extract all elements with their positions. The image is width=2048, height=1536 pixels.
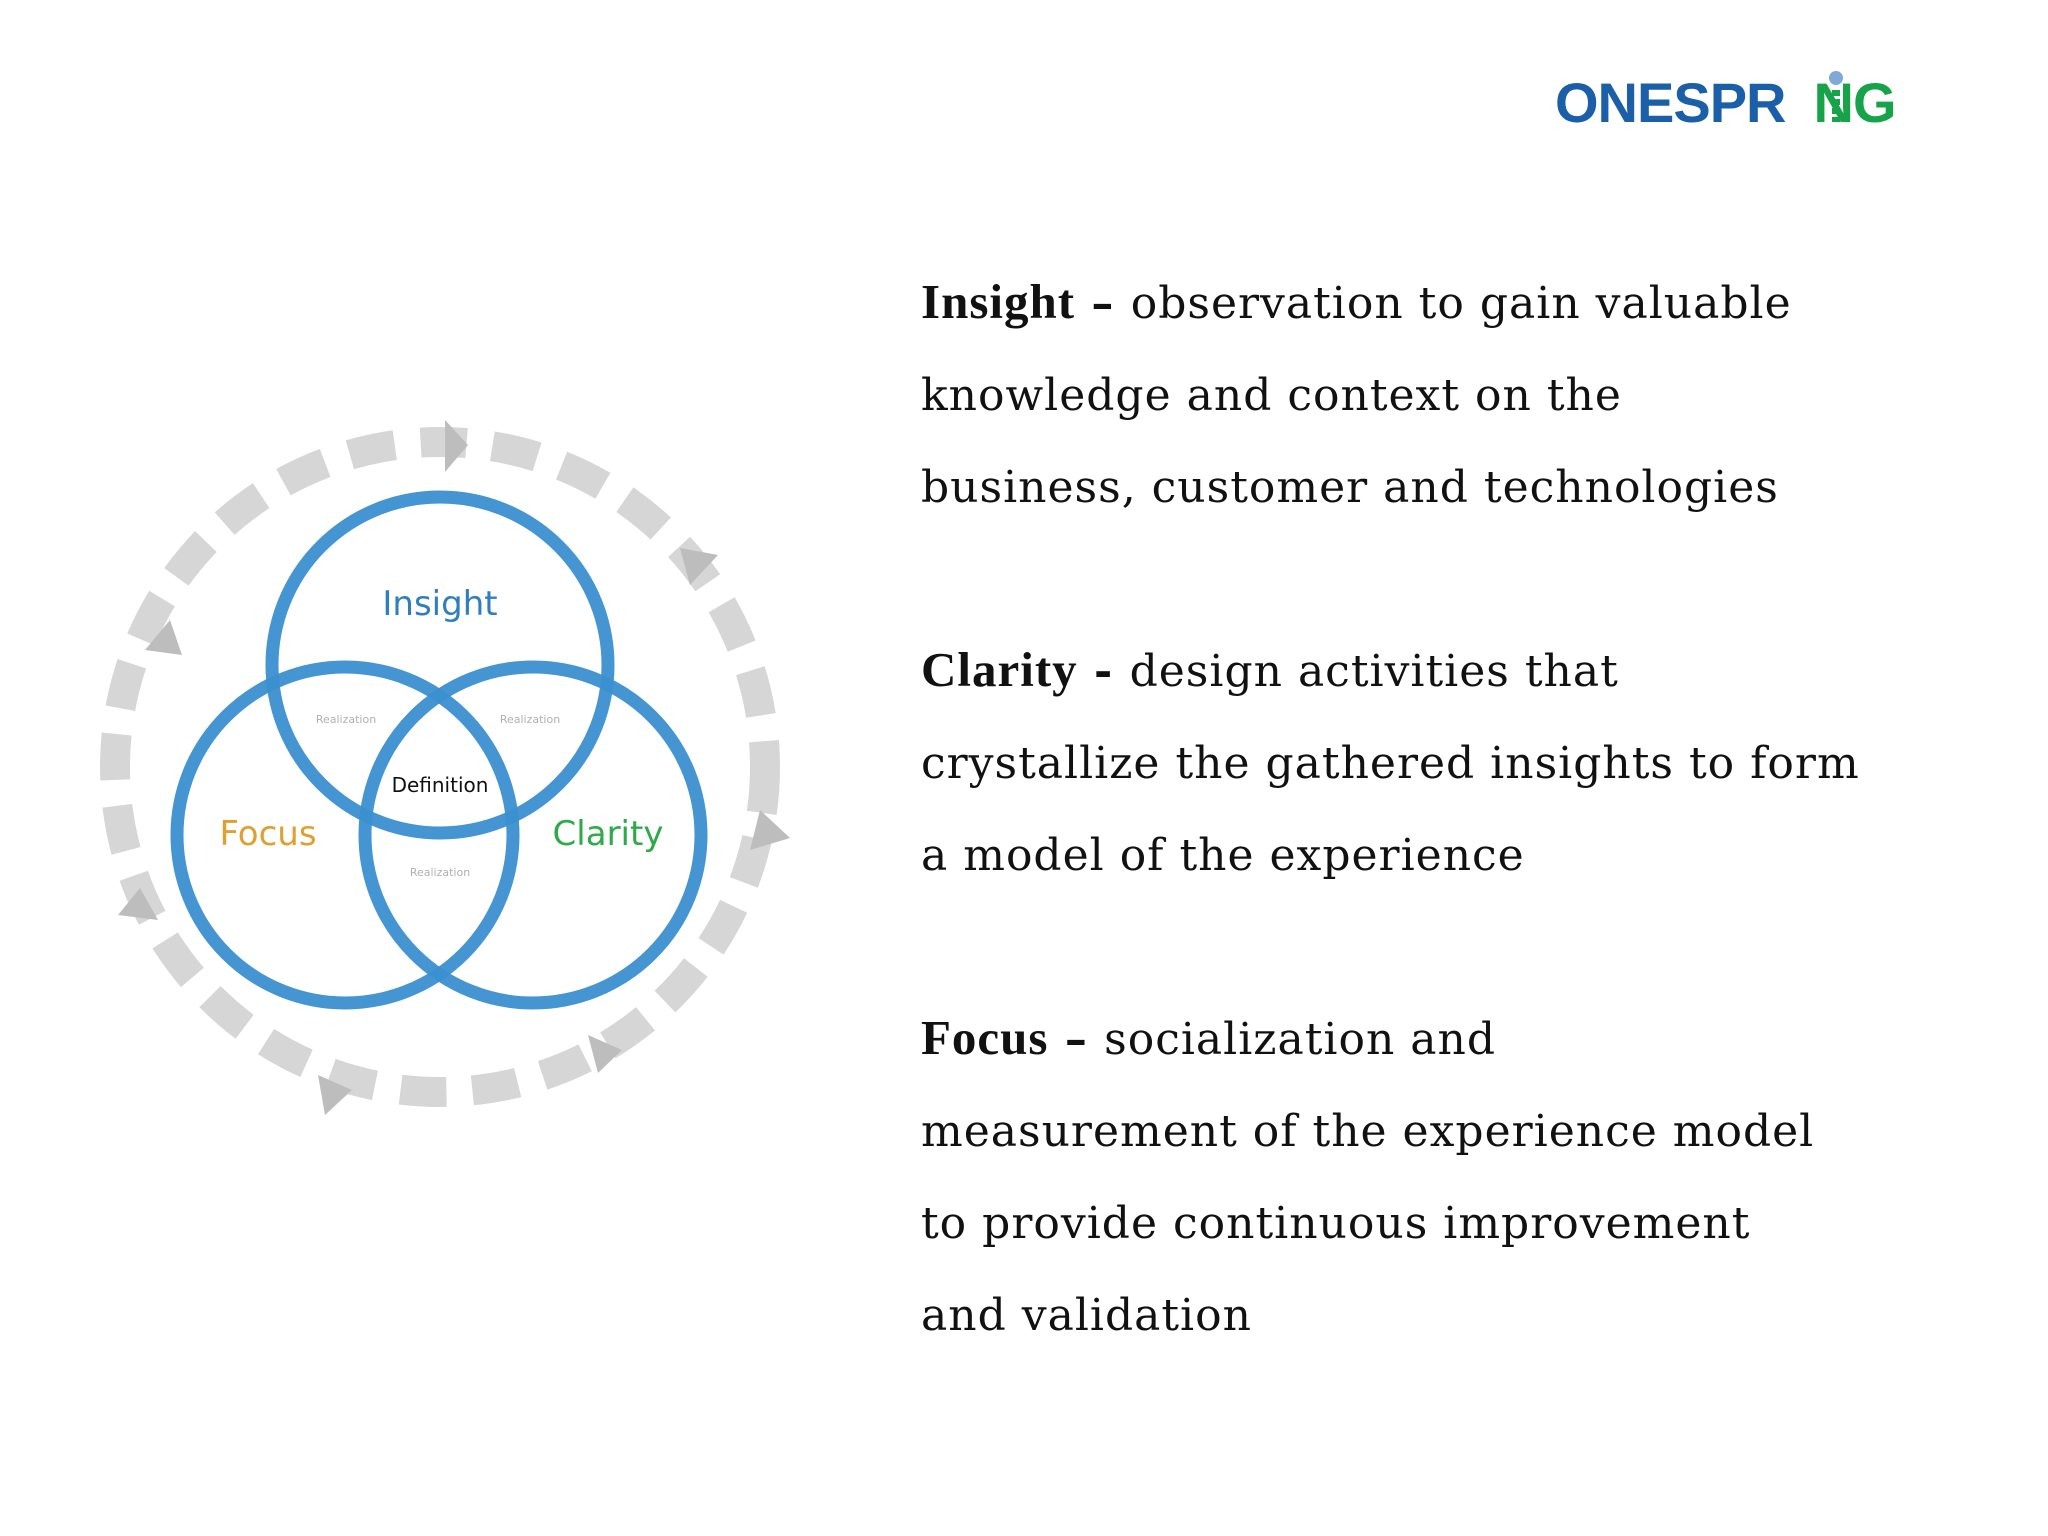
focus-dash: –: [1048, 1014, 1105, 1065]
realization-label-right: Realization: [500, 713, 560, 726]
insight-line-1: Insight – observation to gain valuable: [921, 256, 1881, 350]
focus-text-line-1: socialization and: [1104, 1014, 1497, 1065]
insight-description: Insight – observation to gain valuable k…: [921, 256, 1881, 534]
venn-circles: [170, 490, 708, 1010]
realization-label-left: Realization: [316, 713, 376, 726]
insight-text-line-1: observation to gain valuable: [1130, 278, 1792, 329]
clarity-label: Clarity: [553, 814, 664, 854]
arrowhead-lower-left: [118, 888, 158, 920]
focus-label: Focus: [219, 814, 316, 854]
logo-i-mark: [1829, 71, 1843, 122]
logo-text-blue: ONESPR: [1555, 71, 1786, 134]
arrowhead-upper-right: [680, 548, 718, 585]
insight-text-line-3: business, customer and technologies: [921, 462, 1779, 513]
clarity-text-line-1: design activities that: [1129, 646, 1619, 697]
focus-circle: [170, 660, 520, 1010]
arrowhead-bottom: [318, 1075, 352, 1115]
definition-label: Definition: [392, 773, 489, 797]
clarity-circle: [358, 660, 708, 1010]
clarity-text-line-3: a model of the experience: [921, 830, 1525, 881]
cycle-dashed-ring: [100, 427, 780, 1107]
logo-text-green: NG: [1814, 71, 1896, 134]
arrowhead-lower-right: [588, 1035, 622, 1073]
focus-text-line-2: measurement of the experience model: [921, 1106, 1815, 1157]
clarity-line-1: Clarity - design activities that: [921, 624, 1881, 718]
cycle-arrowheads: [118, 420, 790, 1115]
insight-circle: [265, 490, 615, 840]
arrowhead-right: [750, 810, 790, 850]
focus-text-line-3: to provide continuous improvement: [921, 1198, 1751, 1249]
focus-description: Focus – socialization and measurement of…: [921, 992, 1881, 1362]
arrowhead-top: [445, 420, 468, 472]
insight-clarity-focus-diagram: Insight Focus Clarity Definition Realiza…: [100, 420, 790, 1115]
insight-term: Insight: [921, 274, 1076, 329]
focus-text-line-4: and validation: [921, 1290, 1252, 1341]
realization-label-bottom: Realization: [410, 866, 470, 879]
insight-dash: –: [1075, 278, 1131, 329]
clarity-description: Clarity - design activities that crystal…: [921, 624, 1881, 902]
focus-line-1: Focus – socialization and: [921, 992, 1881, 1086]
focus-term: Focus: [921, 1010, 1049, 1065]
insight-label: Insight: [382, 584, 497, 624]
onespring-logo: ONESPR NG: [1555, 71, 1897, 134]
clarity-dash: -: [1077, 646, 1130, 697]
clarity-term: Clarity: [921, 642, 1078, 697]
arrowhead-left: [145, 620, 182, 655]
clarity-text-line-2: crystallize the gathered insights to for…: [921, 738, 1860, 789]
insight-text-line-2: knowledge and context on the: [921, 370, 1622, 421]
